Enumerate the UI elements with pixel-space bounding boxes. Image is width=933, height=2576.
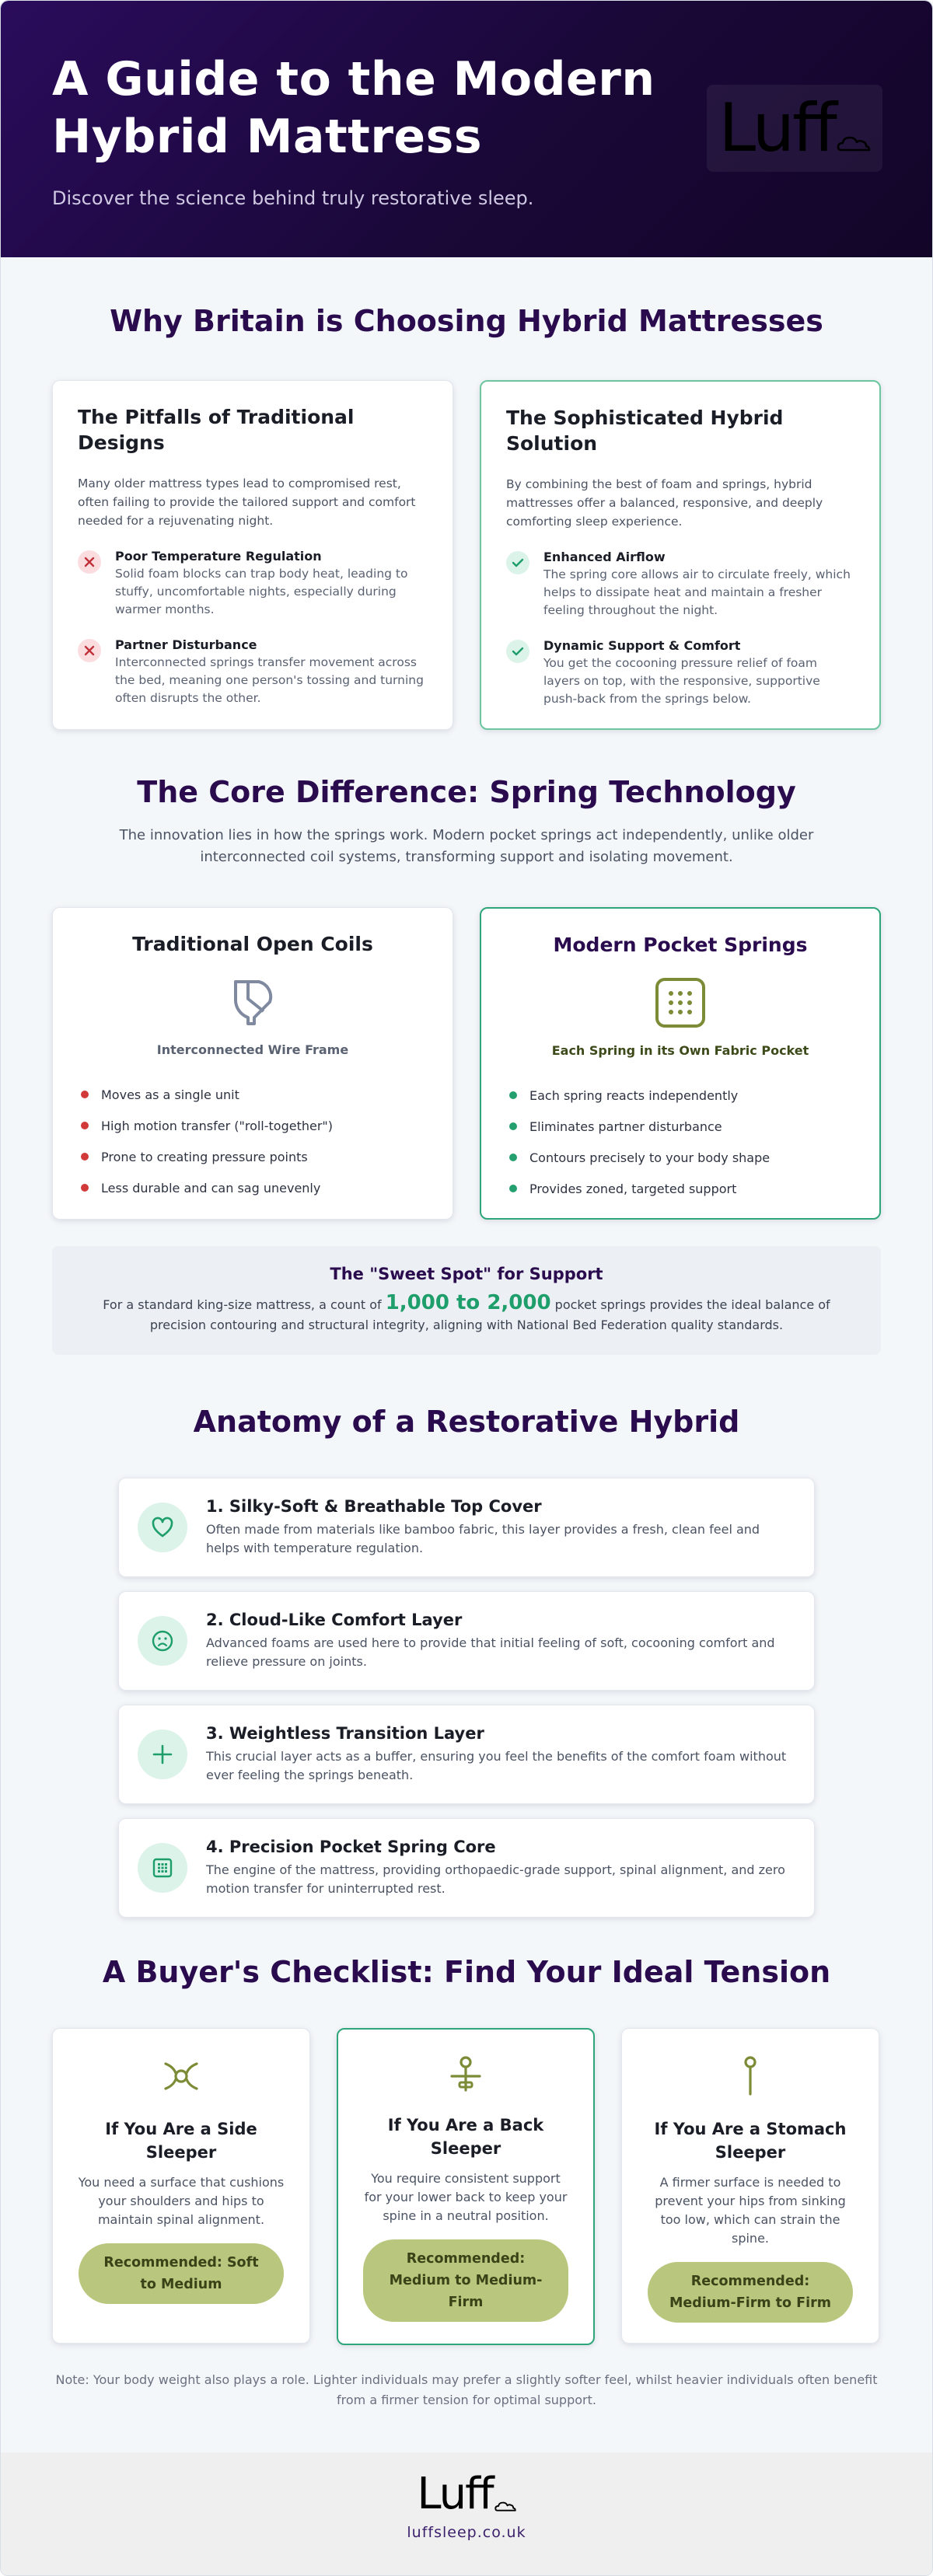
layer-desc: Advanced foams are used here to provide …: [206, 1635, 775, 1669]
callout-text: For a standard king-size mattress, a cou…: [103, 1291, 830, 1332]
recommendation-badge: Recommended: Medium to Medium-Firm: [363, 2239, 568, 2322]
grid-icon: [138, 1843, 187, 1893]
layer-desc: This crucial layer acts as a buffer, ens…: [206, 1749, 787, 1782]
traditional-pitfalls-card: The Pitfalls of Traditional Designs Many…: [52, 380, 453, 730]
stomach-sleeper-icon: [744, 2056, 757, 2096]
list-item: Each spring reacts independently: [506, 1080, 854, 1111]
benefit-desc: The spring core allows air to circulate …: [543, 567, 851, 617]
layer-title: 3. Weightless Transition Layer: [206, 1724, 484, 1743]
recommendation-badge: Recommended: Soft to Medium: [79, 2243, 284, 2304]
face-icon: [138, 1616, 187, 1666]
check-icon: [506, 640, 529, 663]
open-coils-list: Moves as a single unit High motion trans…: [78, 1079, 428, 1203]
pocket-grid-icon: [655, 978, 705, 1028]
pitfall-item: Poor Temperature Regulation Solid foam b…: [78, 549, 428, 619]
pitfall-desc: Solid foam blocks can trap body heat, le…: [115, 567, 408, 616]
card-caption: Each Spring in its Own Fabric Pocket: [551, 1043, 809, 1058]
footer: Luff luffsleep.co.uk: [1, 2452, 932, 2575]
check-icon: [506, 551, 529, 574]
logo-wordmark: Luff: [417, 2469, 494, 2519]
stomach-sleeper-card: If You Are a Stomach Sleeper A firmer su…: [621, 2028, 879, 2344]
side-sleeper-card: If You Are a Side Sleeper You need a sur…: [52, 2028, 310, 2344]
sleeper-desc: You require consistent support for your …: [364, 2171, 568, 2223]
layer-desc: Often made from materials like bamboo fa…: [206, 1522, 760, 1555]
pitfall-desc: Interconnected springs transfer movement…: [115, 655, 424, 705]
list-item: Moves as a single unit: [78, 1079, 428, 1110]
core-section-title: The Core Difference: Spring Technology: [137, 775, 796, 809]
cross-icon: [78, 639, 101, 662]
card-intro: By combining the best of foam and spring…: [506, 477, 823, 529]
callout-title: The "Sweet Spot" for Support: [330, 1265, 603, 1283]
layer-desc: The engine of the mattress, providing or…: [206, 1862, 785, 1896]
back-sleeper-icon: [450, 2056, 481, 2092]
open-coils-card: Traditional Open Coils Interconnected Wi…: [52, 907, 453, 1220]
layer-title: 1. Silky-Soft & Breathable Top Cover: [206, 1497, 542, 1516]
website-link[interactable]: luffsleep.co.uk: [407, 2524, 526, 2541]
list-item: Contours precisely to your body shape: [506, 1142, 854, 1173]
sleeper-desc: You need a surface that cushions your sh…: [78, 2175, 285, 2227]
recommendation-badge: Recommended: Medium-Firm to Firm: [648, 2262, 853, 2323]
core-intro: The innovation lies in how the springs w…: [119, 827, 814, 865]
page-title: A Guide to the Modern Hybrid Mattress: [52, 52, 655, 164]
card-caption: Interconnected Wire Frame: [156, 1042, 349, 1057]
pocket-springs-list: Each spring reacts independently Elimina…: [506, 1080, 854, 1204]
hybrid-solution-card: The Sophisticated Hybrid Solution By com…: [480, 380, 881, 730]
spring-comparison: Traditional Open Coils Interconnected Wi…: [1, 907, 932, 1220]
pitfall-title: Poor Temperature Regulation: [115, 549, 322, 564]
hero-banner: A Guide to the Modern Hybrid Mattress Di…: [1, 1, 932, 257]
logo-wordmark: Luff: [718, 89, 837, 167]
cross-icon: [78, 550, 101, 574]
sleeper-desc: A firmer surface is needed to prevent yo…: [655, 2175, 846, 2246]
sleeper-title: If You Are a Back Sleeper: [387, 2116, 544, 2158]
cloud-icon: [494, 2501, 516, 2511]
brand-logo: Luff: [707, 85, 882, 172]
layer-title: 4. Precision Pocket Spring Core: [206, 1838, 496, 1856]
heart-icon: [138, 1503, 187, 1552]
benefit-desc: You get the cocooning pressure relief of…: [543, 656, 820, 706]
why-section-title: Why Britain is Choosing Hybrid Mattresse…: [110, 304, 823, 338]
list-item: High motion transfer ("roll-together"): [78, 1110, 428, 1141]
sweet-spot-callout: The "Sweet Spot" for Support For a stand…: [52, 1246, 881, 1355]
wire-frame-icon: [234, 980, 273, 1025]
footer-logo: Luff: [417, 2469, 516, 2519]
anatomy-section-title: Anatomy of a Restorative Hybrid: [193, 1405, 740, 1439]
benefit-title: Enhanced Airflow: [543, 550, 666, 564]
card-title: The Sophisticated Hybrid Solution: [506, 407, 784, 455]
list-item: Prone to creating pressure points: [78, 1141, 428, 1172]
layer-title: 2. Cloud-Like Comfort Layer: [206, 1611, 463, 1629]
pitfall-item: Partner Disturbance Interconnected sprin…: [78, 637, 428, 707]
sleeper-title: If You Are a Stomach Sleeper: [654, 2120, 847, 2162]
list-item: Eliminates partner disturbance: [506, 1111, 854, 1142]
card-intro: Many older mattress types lead to compro…: [78, 476, 416, 528]
side-sleeper-icon: [164, 2062, 198, 2090]
cloud-icon: [837, 136, 870, 152]
pitfall-title: Partner Disturbance: [115, 637, 257, 652]
spring-count-highlight: 1,000 to 2,000: [385, 1291, 551, 1314]
sleeper-cards: If You Are a Side Sleeper You need a sur…: [1, 2028, 932, 2345]
card-title: Traditional Open Coils: [132, 933, 373, 955]
sleeper-title: If You Are a Side Sleeper: [105, 2120, 257, 2162]
plus-icon: [138, 1730, 187, 1779]
card-title: The Pitfalls of Traditional Designs: [78, 406, 355, 454]
list-item: Provides zoned, targeted support: [506, 1173, 854, 1204]
why-comparison: The Pitfalls of Traditional Designs Many…: [1, 380, 932, 730]
pocket-springs-card: Modern Pocket Springs Each Spring in its…: [480, 907, 881, 1220]
benefit-item: Enhanced Airflow The spring core allows …: [506, 550, 854, 620]
body-weight-note: Note: Your body weight also plays a role…: [55, 2372, 878, 2407]
checklist-section-title: A Buyer's Checklist: Find Your Ideal Ten…: [102, 1955, 831, 1989]
benefit-item: Dynamic Support & Comfort You get the co…: [506, 638, 854, 708]
card-title: Modern Pocket Springs: [553, 934, 808, 956]
back-sleeper-card: If You Are a Back Sleeper You require co…: [337, 2028, 595, 2345]
benefit-title: Dynamic Support & Comfort: [543, 638, 741, 653]
list-item: Less durable and can sag unevenly: [78, 1172, 428, 1203]
page-subtitle: Discover the science behind truly restor…: [52, 187, 534, 209]
